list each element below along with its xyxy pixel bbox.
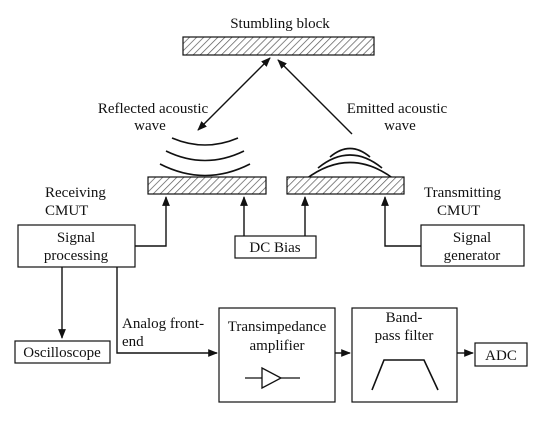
emitted-wave-label-2: wave xyxy=(384,118,416,134)
band-pass-response-icon xyxy=(371,359,439,391)
signal-generator-label-2: generator xyxy=(444,248,501,264)
receiving-cmut xyxy=(147,176,267,195)
oscilloscope-box xyxy=(14,340,111,364)
analog-front-end-label-1: Analog front- xyxy=(122,316,204,332)
receiving-cmut-label-2: CMUT xyxy=(45,203,88,219)
oscilloscope-label: Oscilloscope xyxy=(23,345,101,361)
reflected-wave-label-1: Reflected acoustic xyxy=(98,101,209,117)
adc-box xyxy=(474,342,528,367)
reflected-wave-arcs xyxy=(159,137,251,177)
band-pass-label-1: Band- xyxy=(386,310,423,326)
signal-processing-label-1: Signal xyxy=(57,230,95,246)
generator-to-transmitting-cmut-connector xyxy=(381,196,421,247)
processing-to-amplifier-connector xyxy=(116,267,218,357)
adc-label: ADC xyxy=(485,348,517,364)
amplifier-symbol-icon xyxy=(245,366,300,390)
emitted-wave-arcs xyxy=(305,147,395,180)
signal-processing-box xyxy=(17,224,136,268)
transmitting-cmut-label-2: CMUT xyxy=(437,203,480,219)
transmitting-cmut xyxy=(286,176,405,195)
analog-front-end-label-2: end xyxy=(122,334,144,350)
signal-generator-label-1: Signal xyxy=(453,230,491,246)
stumbling-block-label: Stumbling block xyxy=(230,16,330,32)
band-pass-filter-box xyxy=(351,307,458,403)
reflected-wave-arrow xyxy=(197,57,271,131)
emitted-wave-arrow xyxy=(277,59,353,135)
transimpedance-amplifier-box xyxy=(218,307,336,403)
transimpedance-label-2: amplifier xyxy=(250,338,305,354)
emitted-wave-label-1: Emitted acoustic xyxy=(347,101,448,117)
reflected-wave-label-2: wave xyxy=(134,118,166,134)
signal-generator-box xyxy=(420,224,525,267)
dc-bias-label: DC Bias xyxy=(249,240,300,256)
stumbling-block xyxy=(182,36,375,56)
processing-to-receiving-cmut-connector xyxy=(135,196,170,247)
receiving-cmut-label-1: Receiving xyxy=(45,185,106,201)
transmitting-cmut-label-1: Transmitting xyxy=(424,185,501,201)
signal-processing-label-2: processing xyxy=(44,248,109,264)
dc-bias-box xyxy=(234,235,317,259)
band-pass-label-2: pass filter xyxy=(375,328,434,344)
transimpedance-label-1: Transimpedance xyxy=(228,319,327,335)
